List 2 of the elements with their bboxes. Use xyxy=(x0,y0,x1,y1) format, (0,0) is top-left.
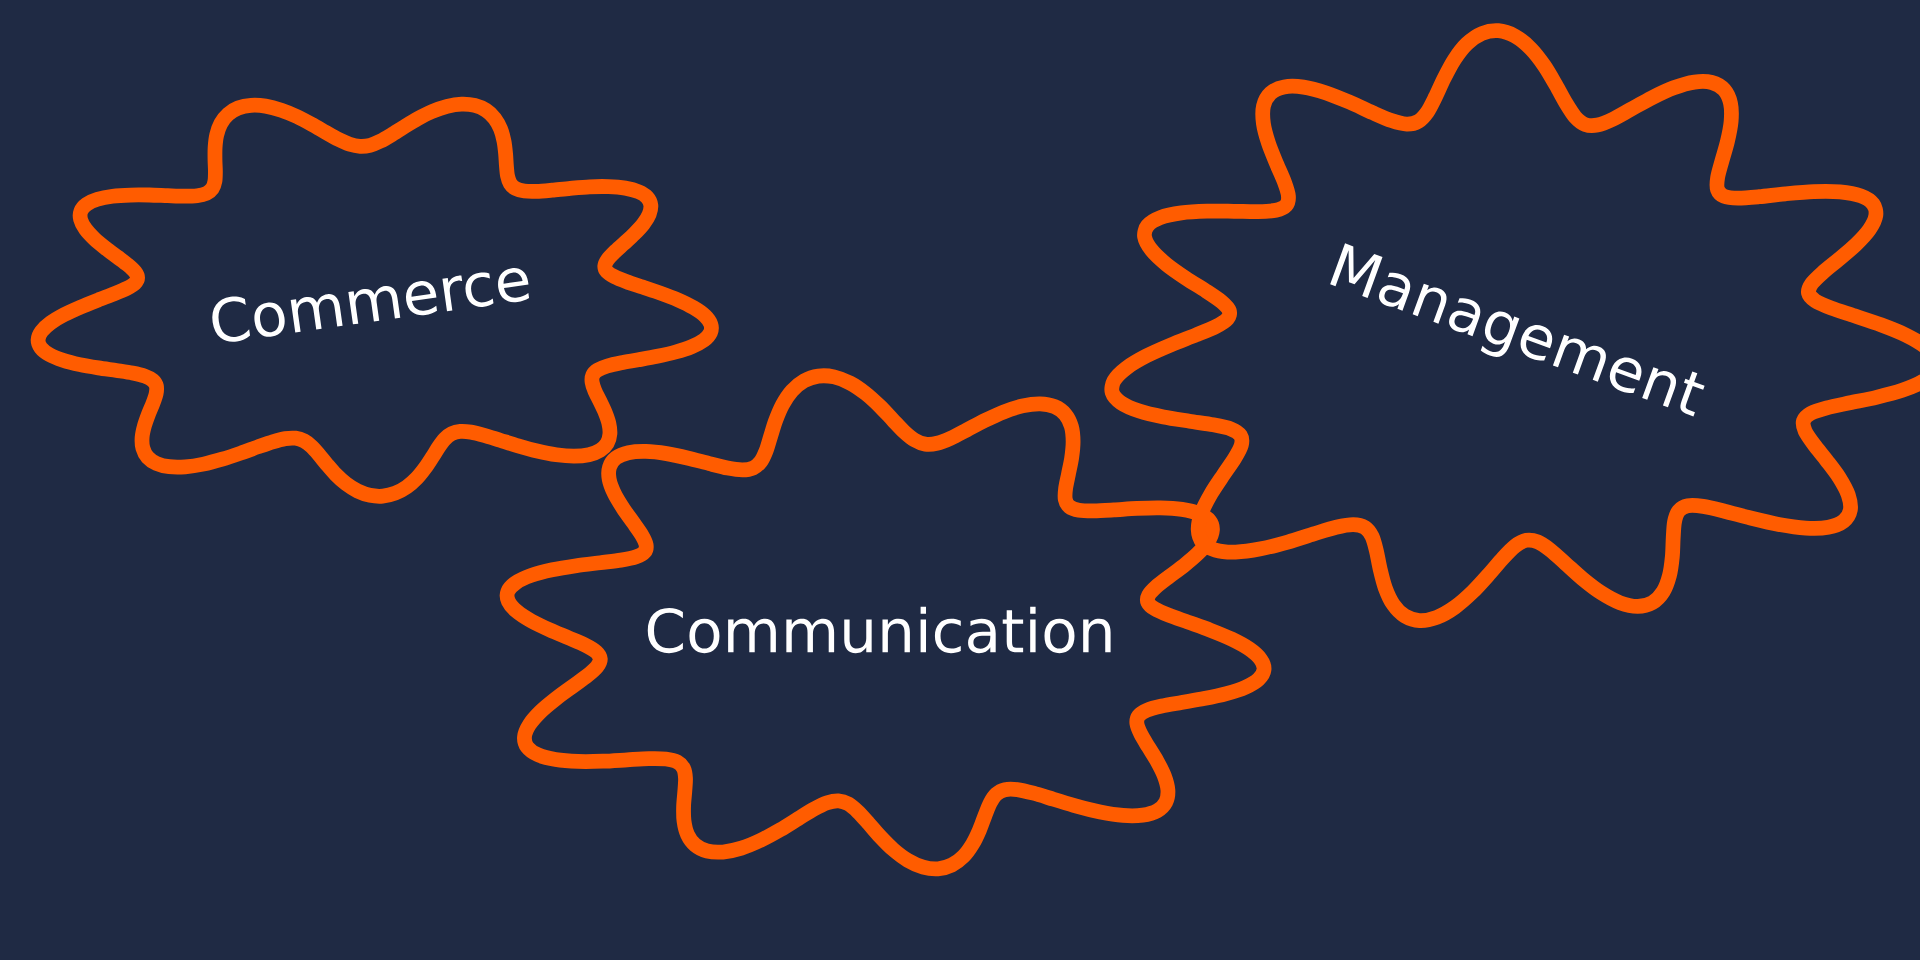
burst-bubble: Communication xyxy=(499,368,1272,877)
burst-bubble: Commerce xyxy=(30,96,719,504)
